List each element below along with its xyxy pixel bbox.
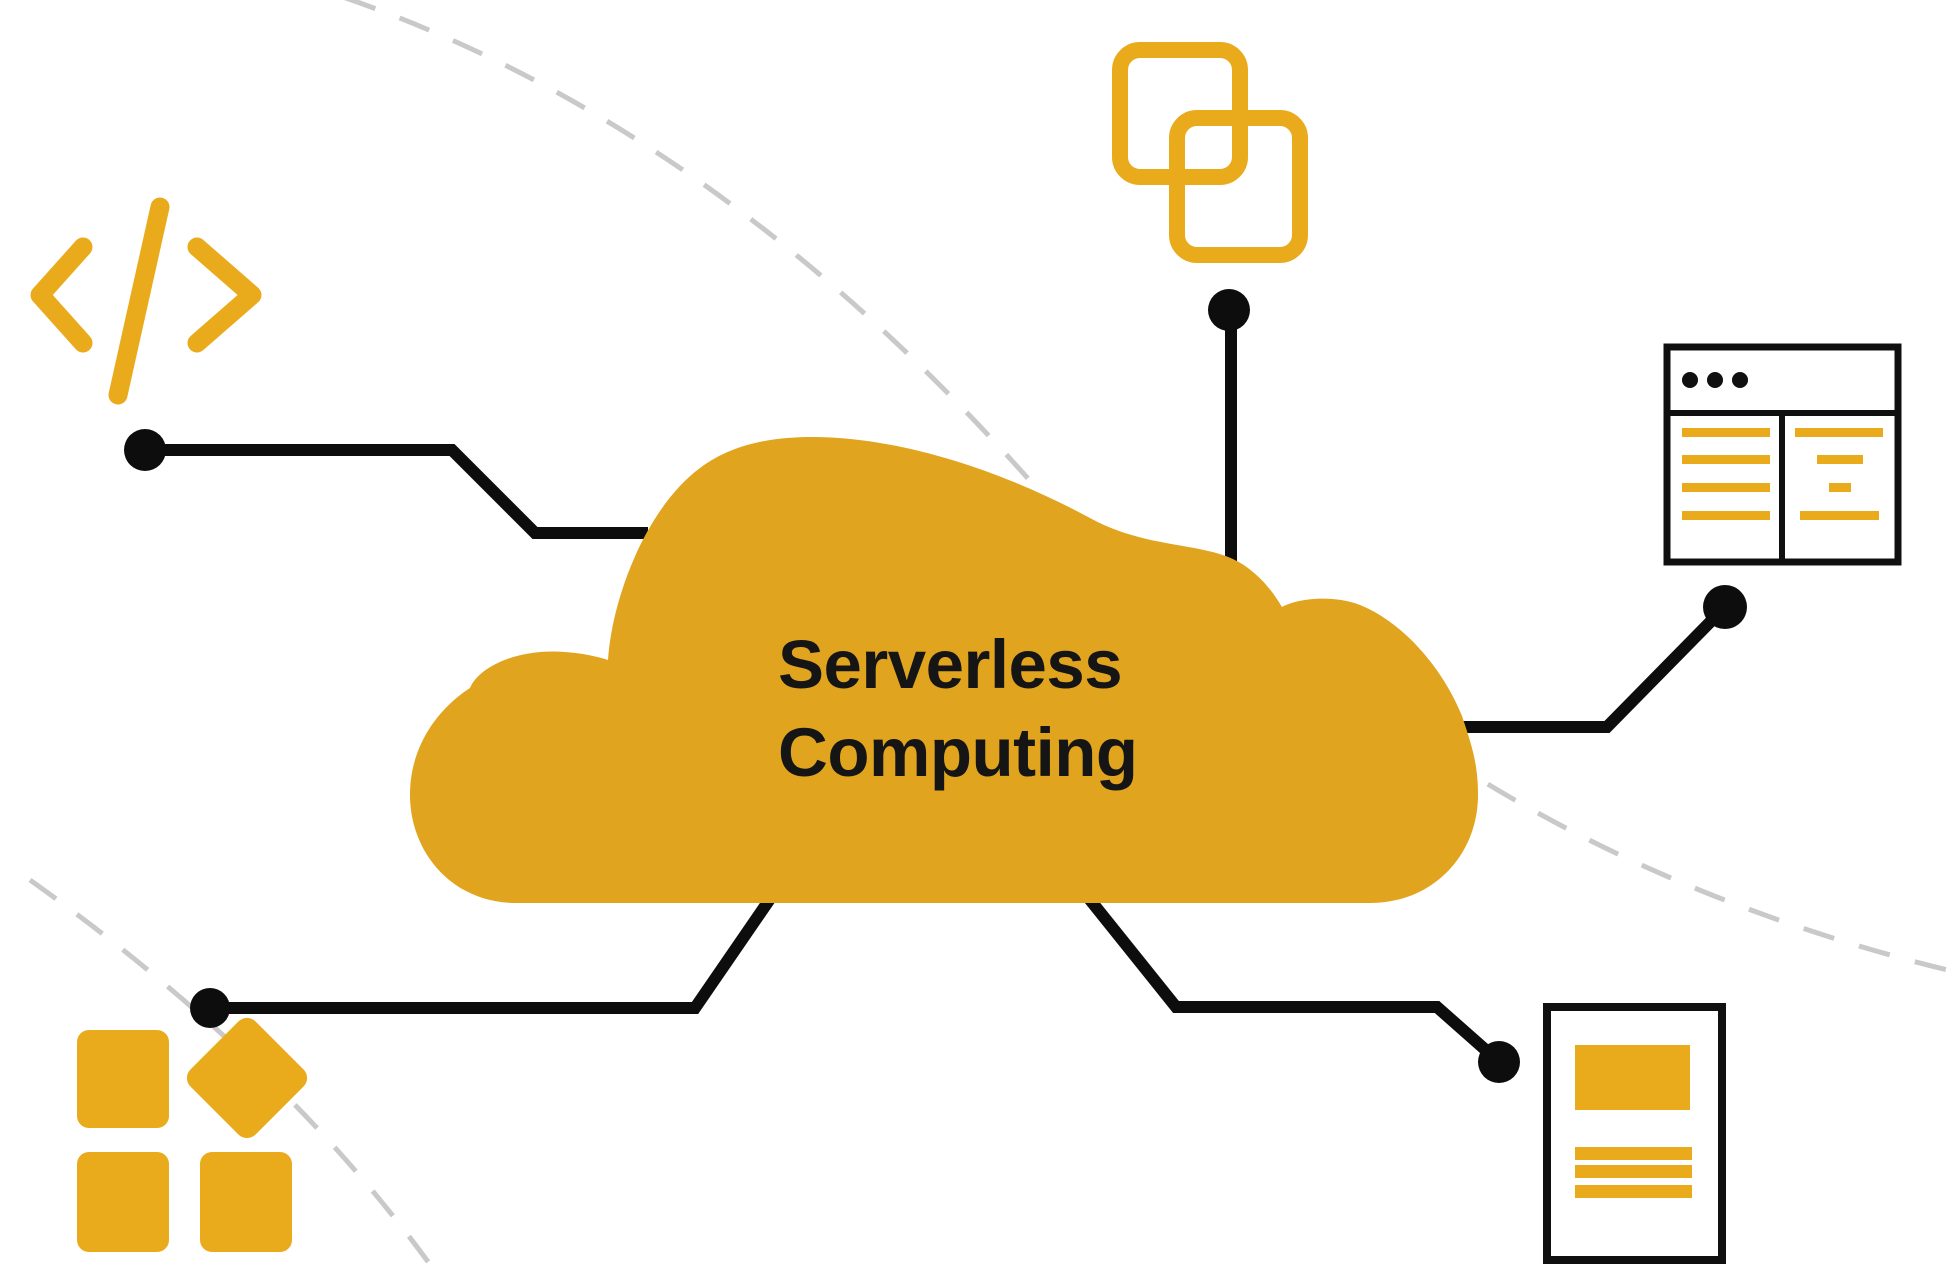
connectors [145,316,1728,1065]
browser-dot-1 [1682,372,1698,388]
document-text-line-1 [1575,1147,1692,1160]
document-text-line-3 [1575,1185,1692,1198]
cloud-title-line1: Serverless [778,626,1122,703]
browser-dot-2 [1707,372,1723,388]
browser-right-text-lines [1795,428,1883,520]
tile-diamond [186,1017,308,1139]
tile-top-left [77,1030,169,1128]
browser-dot-3 [1732,372,1748,388]
connector-dots [124,289,1747,1083]
dashed-arc-right [1343,683,1959,976]
code-left-chevron [30,237,93,353]
copy-front-square [1169,110,1308,263]
connector-tiles [210,892,777,1014]
cloud: Serverless Computing [410,437,1478,903]
dashed-arc-top-left [343,0,1147,622]
dot-copy [1208,289,1250,331]
dot-browser [1703,585,1747,629]
connector-browser [1450,604,1728,733]
connector-document [1082,892,1501,1065]
code-slash [108,197,170,405]
tile-bottom-right [200,1152,292,1252]
dot-tiles [190,988,230,1028]
document-frame [1543,1003,1726,1264]
tile-bottom-left [77,1152,169,1252]
copy-icon [1112,42,1308,263]
dot-code [124,429,166,471]
browser-left-text-lines [1682,428,1770,520]
connector-code [145,444,648,539]
cloud-title-line2: Computing [778,714,1138,791]
code-icon [30,197,262,405]
document-text-line-2 [1575,1165,1692,1178]
app-tiles-icon [77,1017,308,1252]
browser-window-icon [1663,343,1902,566]
code-right-chevron [187,237,262,353]
dot-document [1478,1041,1520,1083]
document-image-block [1575,1045,1690,1110]
document-icon [1543,1003,1726,1264]
cloud-shape [410,437,1478,903]
